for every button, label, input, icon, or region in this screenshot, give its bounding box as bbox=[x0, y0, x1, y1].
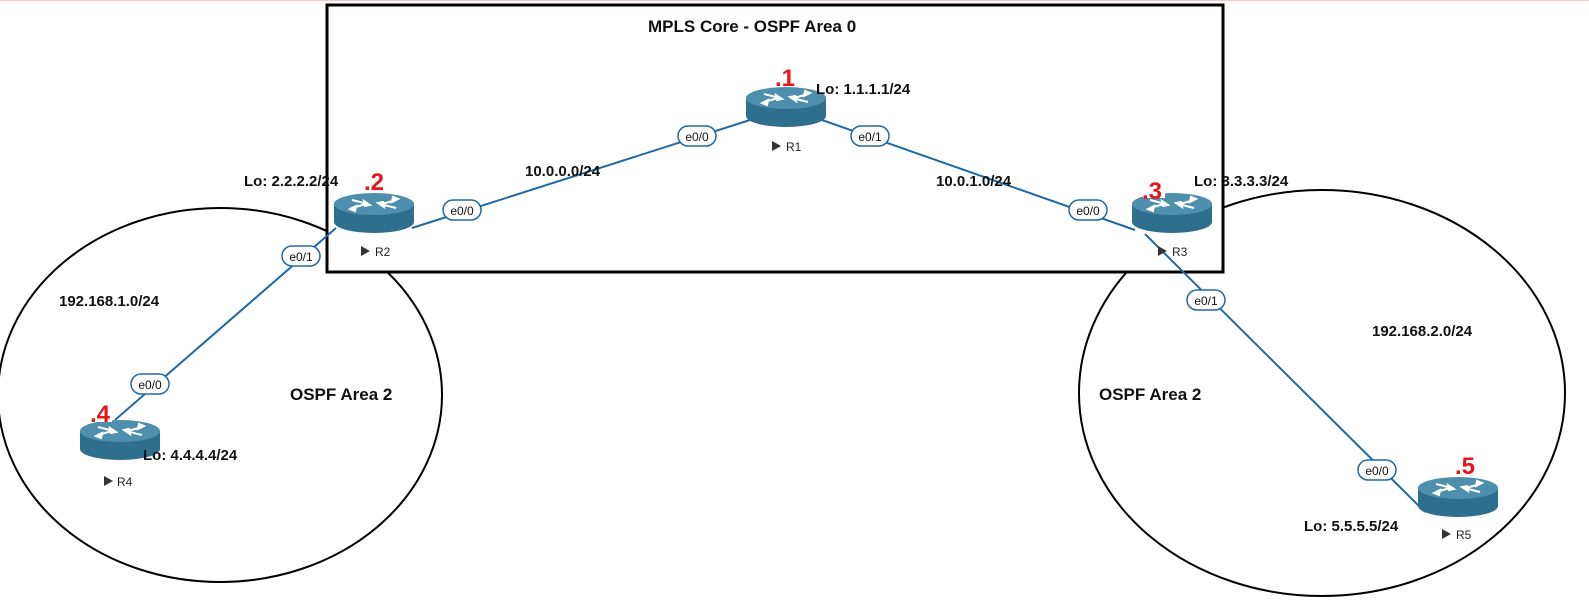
iface-r5-e00[interactable] bbox=[1357, 459, 1397, 481]
loopback-r4: Lo: 4.4.4.4/24 bbox=[143, 447, 238, 464]
top-edge-line bbox=[0, 0, 1589, 1]
play-icon bbox=[361, 246, 370, 256]
subnet-left-area: 192.168.1.0/24 bbox=[59, 293, 160, 310]
octet-r5: .5 bbox=[1455, 453, 1475, 480]
iface-r1-e01-label: e0/1 bbox=[858, 130, 882, 144]
iface-r3-e00[interactable] bbox=[1068, 199, 1108, 221]
subnet-r1-r3: 10.0.1.0/24 bbox=[936, 173, 1012, 190]
iface-r1-e00-label: e0/0 bbox=[685, 130, 709, 144]
router-r4[interactable]: R4 bbox=[79, 419, 161, 489]
play-icon bbox=[772, 141, 781, 151]
octet-backdrop bbox=[92, 406, 112, 422]
iface-r1-e01[interactable] bbox=[850, 125, 890, 147]
router-icon bbox=[333, 192, 415, 234]
iface-r2-e01[interactable] bbox=[281, 245, 321, 267]
iface-r3-e01[interactable] bbox=[1186, 289, 1226, 311]
mpls-core-boundary bbox=[325, 3, 1225, 274]
octet-backdrop bbox=[1143, 182, 1165, 198]
loopback-r1: Lo: 1.1.1.1/24 bbox=[816, 81, 911, 98]
play-icon bbox=[104, 476, 113, 486]
subnet-r1-r2: 10.0.0.0/24 bbox=[525, 163, 601, 180]
router-r3[interactable]: R3 bbox=[1131, 192, 1213, 259]
iface-r3-e00-label: e0/0 bbox=[1076, 204, 1100, 218]
router-r5[interactable]: R5 bbox=[1417, 476, 1499, 542]
iface-r4-e00-label: e0/0 bbox=[138, 378, 162, 392]
router-r2[interactable]: R2 bbox=[333, 192, 415, 259]
router-icon bbox=[745, 86, 827, 128]
router-name: R4 bbox=[117, 475, 133, 489]
octet-r1: .1 bbox=[775, 65, 795, 92]
iface-r1-e00[interactable] bbox=[677, 125, 717, 147]
area-right-boundary bbox=[1078, 189, 1566, 597]
iface-r2-e01-label: e0/1 bbox=[289, 250, 313, 264]
subnet-right-area: 192.168.2.0/24 bbox=[1372, 323, 1473, 340]
octet-backdrop bbox=[1456, 458, 1478, 474]
octet-r4: .4 bbox=[90, 401, 111, 428]
router-r1[interactable]: R1 bbox=[745, 86, 827, 154]
iface-r5-e00-label: e0/0 bbox=[1365, 464, 1389, 478]
octet-backdrop bbox=[775, 69, 797, 87]
loopback-r2: Lo: 2.2.2.2/24 bbox=[244, 173, 339, 190]
octet-backdrop bbox=[364, 172, 384, 188]
router-icon bbox=[1417, 476, 1499, 518]
core-title: MPLS Core - OSPF Area 0 bbox=[648, 17, 856, 36]
router-name: R2 bbox=[375, 245, 391, 259]
area-right-label: OSPF Area 2 bbox=[1099, 385, 1201, 404]
play-icon bbox=[1442, 529, 1451, 539]
router-name: R5 bbox=[1456, 528, 1472, 542]
octet-r3: .3 bbox=[1142, 178, 1162, 205]
iface-r2-e00[interactable] bbox=[442, 199, 482, 221]
router-name: R1 bbox=[786, 140, 802, 154]
router-name: R3 bbox=[1172, 245, 1188, 259]
octet-r2: .2 bbox=[364, 169, 384, 196]
area-left-boundary bbox=[0, 207, 443, 583]
iface-r4-e00[interactable] bbox=[130, 373, 170, 395]
area-left-label: OSPF Area 2 bbox=[290, 385, 392, 404]
loopback-r3: Lo: 3.3.3.3/24 bbox=[1194, 173, 1289, 190]
loopback-r5: Lo: 5.5.5.5/24 bbox=[1304, 518, 1399, 535]
iface-r3-e01-label: e0/1 bbox=[1194, 294, 1218, 308]
iface-r2-e00-label: e0/0 bbox=[450, 204, 474, 218]
play-icon bbox=[1158, 246, 1167, 256]
